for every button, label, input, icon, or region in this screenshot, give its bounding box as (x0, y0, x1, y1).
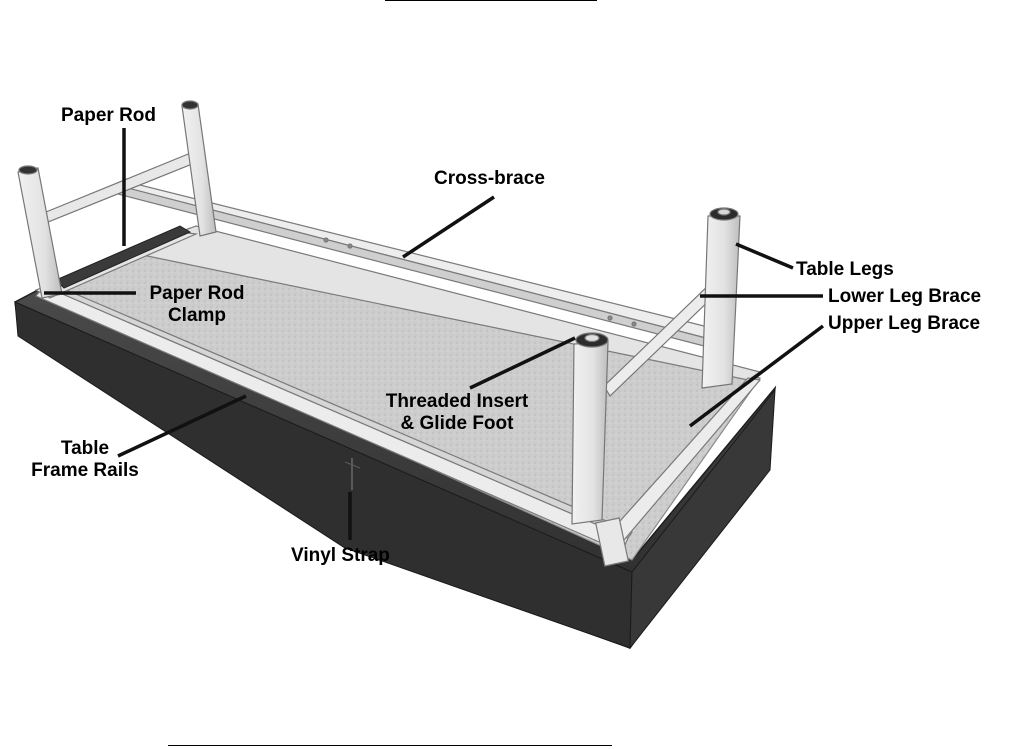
label-threaded-insert: Threaded Insert & Glide Foot (362, 391, 552, 435)
bottom-rule (168, 745, 612, 746)
leader-threaded-insert (469, 336, 576, 390)
vinyl-padding (14, 289, 777, 650)
label-vinyl-strap: Vinyl Strap (291, 545, 390, 566)
right-leg-assembly (571, 207, 741, 525)
label-threaded-insert-line1: Threaded Insert (385, 391, 529, 412)
leader-cross-brace (402, 195, 495, 259)
label-paper-rod-clamp-line1: Paper Rod (149, 283, 245, 304)
leader-table-frame-rails (117, 394, 247, 458)
label-paper-rod: Paper Rod (61, 105, 157, 126)
label-paper-rod-clamp: Paper Rod Clamp (136, 283, 258, 327)
table-frame-rails (34, 225, 762, 567)
label-table-frame-rails-line1: Table (60, 438, 110, 459)
label-table-legs: Table Legs (796, 259, 894, 280)
label-table-frame-rails-line2: Frame Rails (31, 460, 139, 481)
label-table-frame-rails: Table Frame Rails (18, 438, 152, 482)
label-threaded-insert-line2: & Glide Foot (400, 413, 514, 434)
label-cross-brace: Cross-brace (434, 168, 545, 189)
leader-upper-leg-brace (688, 324, 825, 428)
leader-lines (44, 128, 825, 540)
label-paper-rod-clamp-line2: Clamp (167, 305, 227, 326)
leader-table-legs (735, 242, 794, 270)
label-lower-leg-brace: Lower Leg Brace (828, 286, 982, 307)
paper-rod-bar (55, 225, 192, 289)
top-rule (385, 0, 597, 1)
label-upper-leg-brace: Upper Leg Brace (828, 313, 981, 334)
